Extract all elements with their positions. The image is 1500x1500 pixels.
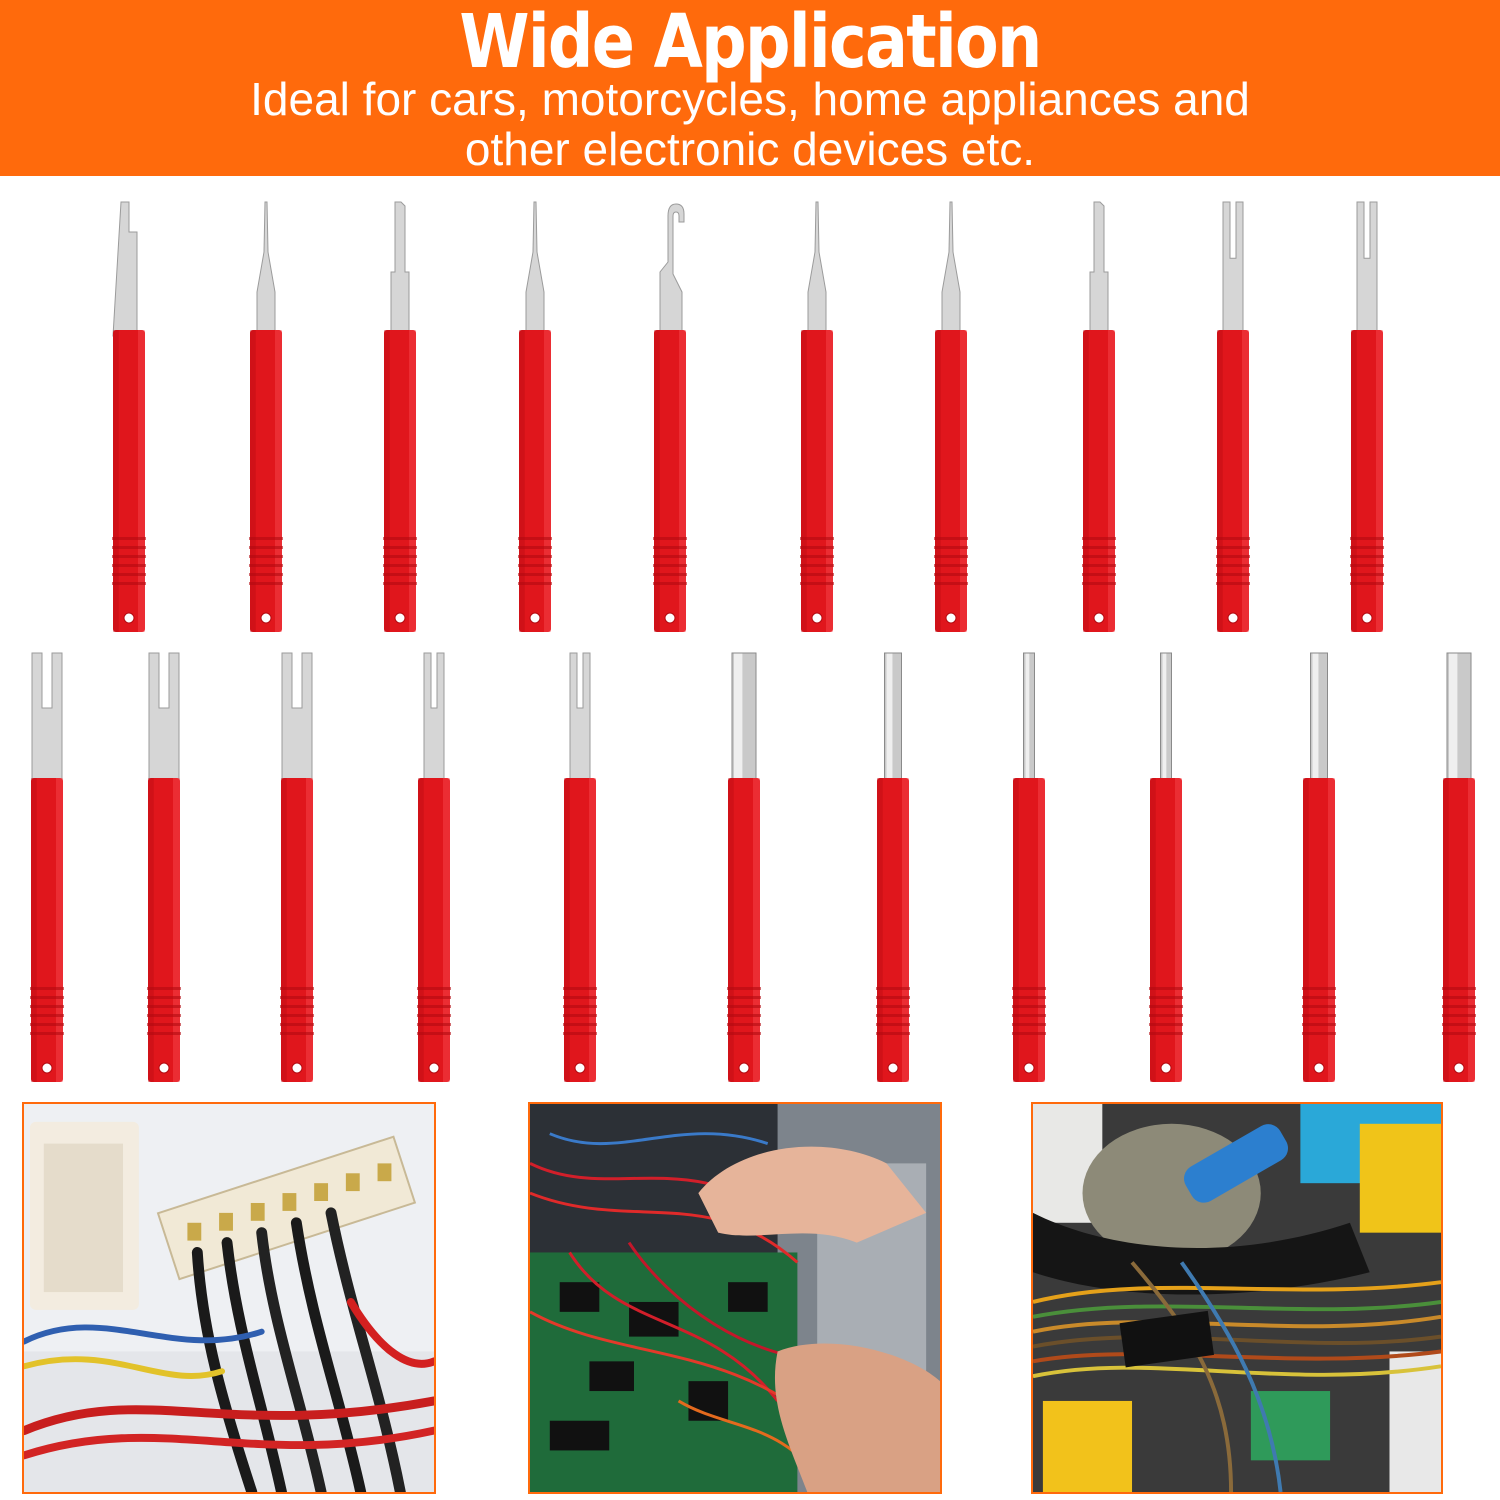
banner-title: Wide Application [459, 0, 1042, 85]
pin-removal-tool-fork-wide [30, 652, 64, 1082]
pin-removal-tool-needle [934, 201, 968, 632]
pin-removal-tool-needle [518, 201, 552, 632]
pin-removal-tool-tube-thick [727, 652, 761, 1082]
pin-removal-tool-fork-wide [280, 652, 314, 1082]
pin-removal-tool-needle [800, 201, 834, 632]
banner-subtitle-line-1: Ideal for cars, motorcycles, home applia… [250, 73, 1250, 125]
header-banner: Wide Application Ideal for cars, motorcy… [0, 0, 1500, 176]
pin-removal-tool-fork-wide [147, 652, 181, 1082]
pin-removal-tool-fork-narrow [563, 652, 597, 1082]
pin-removal-tool-tube-thick [1442, 652, 1476, 1082]
pin-removal-tool-needle [249, 201, 283, 632]
connector-harness-photo [22, 1102, 436, 1494]
pin-removal-tool-fork-narrow [1350, 201, 1384, 632]
car-wiring-bundle-photo [1031, 1102, 1443, 1494]
pin-removal-tool-fork-narrow [1216, 201, 1250, 632]
pin-removal-tool-flat-wide [112, 201, 146, 632]
pin-removal-tool-flat-narrow [383, 201, 417, 632]
banner-subtitle-line-2: other electronic devices etc. [464, 123, 1036, 175]
banner-subtitle: Ideal for cars, motorcycles, home applia… [0, 74, 1500, 174]
pin-removal-tool-tube-thin [1012, 652, 1046, 1082]
pin-removal-tool-tube [1302, 652, 1336, 1082]
pin-removal-tool-tube-thin [1149, 652, 1183, 1082]
pin-removal-tool-fork-narrow [417, 652, 451, 1082]
circuit-board-wiring-photo [528, 1102, 942, 1494]
pin-removal-tool-hook [653, 203, 687, 632]
pin-removal-tool-tube [876, 652, 910, 1082]
tool-set-illustration [30, 201, 1476, 1082]
pin-removal-tool-flat-narrow [1082, 201, 1116, 632]
